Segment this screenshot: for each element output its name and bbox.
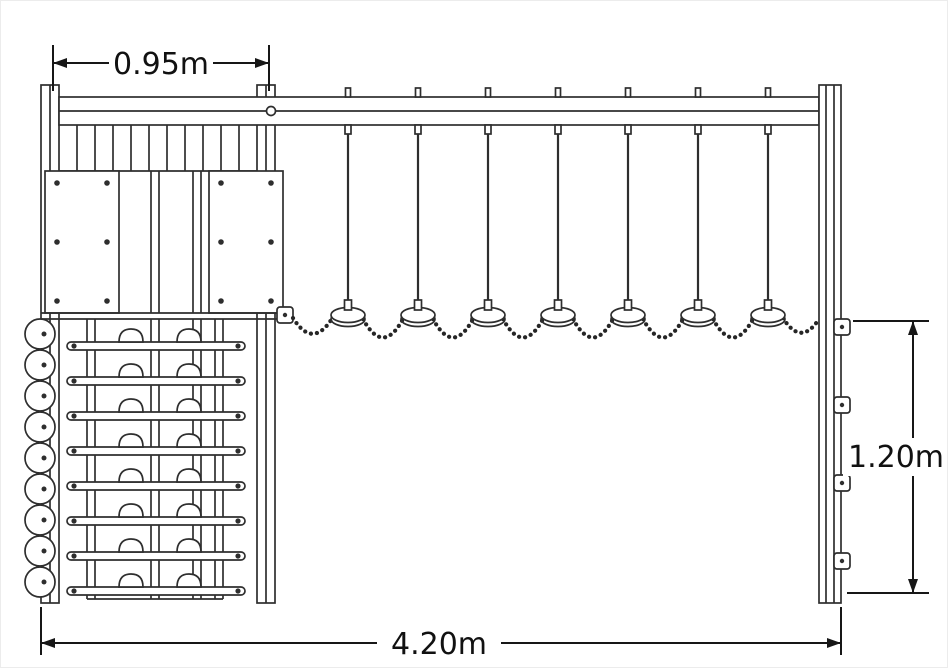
ladder-rung <box>66 503 246 526</box>
chain-segment <box>570 316 616 340</box>
tower-panels <box>44 170 284 314</box>
chain-segment <box>500 316 546 340</box>
panel-screw <box>218 239 224 245</box>
ladder-rung <box>66 398 246 421</box>
climbing-stone <box>24 411 56 443</box>
chain-segment <box>360 316 406 340</box>
climbing-stone <box>24 318 56 350</box>
panel-screw <box>104 298 110 304</box>
climbing-hold <box>833 318 851 336</box>
dimension-label-tower-width: 0.95m <box>113 47 209 82</box>
panel-screw <box>218 298 224 304</box>
beam-bolt-icon <box>265 105 277 117</box>
climbing-stone <box>24 504 56 536</box>
climbing-stone <box>24 349 56 381</box>
climbing-stone <box>24 566 56 598</box>
panel-screw <box>268 180 274 186</box>
climbing-hold <box>833 474 851 492</box>
climbing-hold <box>833 396 851 414</box>
climbing-stone <box>24 442 56 474</box>
climbing-stone <box>24 380 56 412</box>
climbing-wall <box>66 319 246 600</box>
dimension-label-height: 1.20m <box>848 440 944 475</box>
chain-segment <box>290 314 336 336</box>
panel-screw <box>268 239 274 245</box>
chain-segment <box>710 316 756 340</box>
dimension-height: 1.20m <box>843 320 947 594</box>
dimension-total-length: 4.20m <box>40 607 842 663</box>
ladder-rung <box>66 328 246 351</box>
chain-segment <box>430 316 476 340</box>
chain-segment <box>780 315 822 335</box>
panel-screw <box>104 180 110 186</box>
climbing-stone <box>24 473 56 505</box>
panel-screw <box>268 298 274 304</box>
panel-screw <box>218 180 224 186</box>
climbing-hold <box>833 552 851 570</box>
panel-screw <box>54 180 60 186</box>
dimension-tower-width: 0.95m <box>52 43 270 91</box>
tower-deck <box>41 312 284 320</box>
right-post <box>818 84 842 604</box>
top-beam <box>58 96 820 126</box>
ladder-rung <box>66 363 246 386</box>
panel-screw <box>104 239 110 245</box>
ladder-rung <box>66 573 246 596</box>
panel-screw <box>54 239 60 245</box>
ladder-rung <box>66 433 246 456</box>
panel-screw <box>54 298 60 304</box>
tower-railing <box>59 125 257 313</box>
ladder-rung <box>66 468 246 491</box>
chain-segment <box>640 316 686 340</box>
ladder-rung <box>66 538 246 561</box>
climbing-stone <box>24 535 56 567</box>
climbing-stones <box>24 318 56 598</box>
chain-walk <box>276 306 822 340</box>
dimension-label-total-length: 4.20m <box>391 627 487 662</box>
